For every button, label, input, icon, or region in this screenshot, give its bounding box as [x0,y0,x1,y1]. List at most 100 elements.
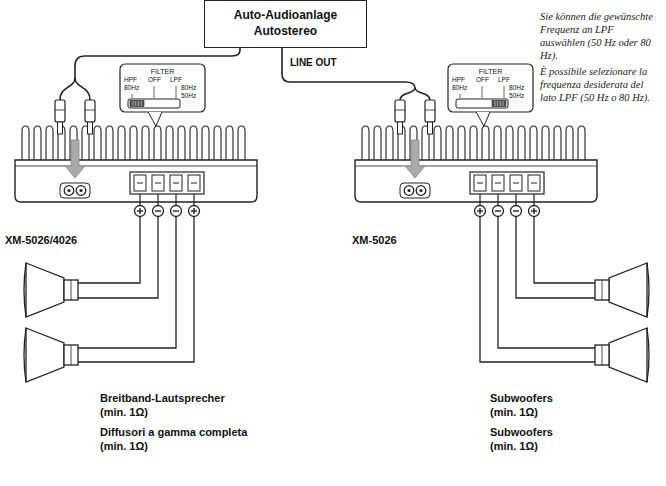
switch-position: HPF [452,77,465,84]
tick [482,86,483,98]
tick [176,86,177,98]
terminal-screw [492,175,504,191]
callout-pointer [148,112,162,126]
knob-grip [133,101,134,106]
heatsink-fin [106,126,113,160]
polarity-minus [173,210,179,211]
rca-plug-body [85,100,95,122]
rca-jack [404,186,414,196]
switch-knob [130,101,144,107]
speaker [24,263,78,317]
polarity-plus [479,208,480,214]
rca-plug-body [395,100,405,122]
rca-jack-plate [400,183,430,198]
terminal-block [130,172,204,194]
knob-grip [497,101,498,106]
tick [132,94,133,98]
speaker-cone [609,263,647,317]
frequency-value: 50Hz [509,93,524,100]
switch-position: LPF [170,77,182,84]
filter-callout [448,64,533,112]
rca-jack-pin [407,189,410,192]
heatsink-fin [530,126,537,160]
signal-label: LINE OUT [290,57,337,68]
terminal-slot [513,183,519,184]
rca-cable [75,78,90,100]
frequency-value: 80Hz [452,85,467,92]
heatsink-fin [362,126,369,160]
polarity-minus [495,210,501,211]
head-unit-box: Auto-Audioanlage Autostereo [204,0,367,48]
heatsink-fin [518,126,525,160]
heatsink-fin [374,126,381,160]
heatsink-fin [94,126,101,160]
tick [460,94,461,98]
heatsink-fin [470,126,477,160]
speaker-wire [78,217,194,362]
heatsink-fin [554,126,561,160]
polarity-symbol [511,206,522,217]
heatsink-fin [506,126,513,160]
heatsink-fin [22,126,29,160]
speaker-wire [78,217,176,348]
terminal-lead [139,194,140,205]
speaker-rim [647,263,649,317]
heatsink-fin [178,126,185,160]
polarity-symbol [171,206,182,217]
terminal-screw [528,175,540,191]
speaker-label: Diffusori a gamma completa (min. 1Ω) [100,426,272,454]
knob-grip [141,101,142,106]
switch-position: HPF [124,77,137,84]
speaker-magnet [64,345,78,365]
heatsink-fin [202,126,209,160]
speaker-wire [78,217,140,283]
switch-position: OFF [476,77,489,84]
rca-jack-pin [79,189,82,192]
speaker-wire [480,217,595,362]
heatsink-fin [166,126,173,160]
heatsink-fin [46,126,53,160]
switch-knob [492,101,506,107]
terminal-screw [170,175,182,191]
terminal-screw [152,175,164,191]
callout-pointer [476,112,490,126]
speaker-cone [609,328,647,382]
heatsink-fin [214,126,221,160]
terminal-lead [497,194,498,205]
note-text: È possibile selezionare la frequenza des… [540,65,660,104]
rca-jack [64,186,74,196]
terminal-screw [188,175,200,191]
polarity-minus [155,210,161,211]
polarity-symbol [475,206,486,217]
speaker [595,263,649,317]
rca-jack [76,186,86,196]
speaker-rim [647,328,649,382]
terminal-slot [137,183,143,184]
heatsink-fin [578,126,585,160]
terminal-slot [191,183,197,184]
magnet-line [602,345,603,365]
speaker-cone [26,263,64,317]
heatsink-fin [446,126,453,160]
polarity-plus [193,208,194,214]
polarity-minus [513,210,519,211]
frequency-value: 80Hz [124,85,139,92]
heatsink-fin [482,126,489,160]
insert-arrow [405,140,425,178]
switch-position: OFF [148,77,161,84]
terminal-screw [510,175,522,191]
rca-plug-tip [428,122,433,134]
terminal-lead [515,194,516,205]
heatsink-fin [386,126,393,160]
tick [504,86,505,98]
amplifier-body [15,160,257,202]
speaker-magnet [64,280,78,300]
body-rib [15,166,257,167]
rca-jack-plate [60,183,90,198]
filter-switch [128,99,180,108]
speaker-wire [516,217,595,298]
terminal-slot [495,183,501,184]
magnet-line [71,345,72,365]
